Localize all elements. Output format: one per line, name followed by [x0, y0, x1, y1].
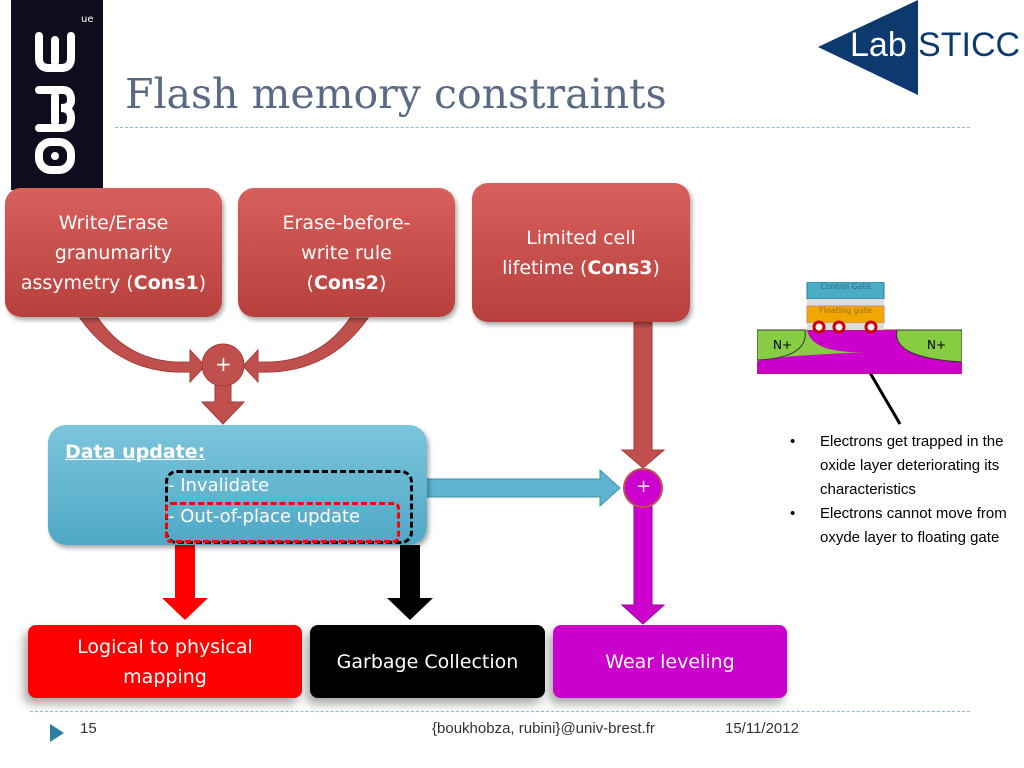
arrow-to-data-update: [200, 384, 246, 425]
plus-label-1: +: [215, 352, 232, 376]
arrow-to-plus-2: [424, 468, 621, 508]
labsticc-logo: Lab-STICC: [818, 0, 1024, 95]
mapping-box: Logical to physical mapping: [28, 625, 302, 698]
floating-gate-label: Floating gate: [819, 306, 872, 315]
bullet-item: Electrons cannot move from oxyde layer t…: [790, 502, 1020, 550]
arrow-to-mapping: [162, 545, 208, 620]
control-gate-label: Control Gate: [820, 282, 871, 291]
wear-leveling-box: Wear leveling: [553, 625, 787, 698]
page-number: 15: [80, 720, 97, 737]
title-divider: [115, 127, 970, 128]
arrow-cons3: [620, 321, 666, 469]
plus-circle-2: [623, 468, 663, 508]
data-update-item: - Invalidate: [168, 475, 270, 496]
constraint-box-cons2: Erase-before-write rule (Cons2): [238, 188, 455, 317]
plus-label-2: +: [636, 476, 652, 497]
ubo-logo: ue: [11, 0, 103, 190]
drain-label: N+: [927, 338, 947, 352]
data-update-item: - Out-of-place update: [168, 506, 361, 527]
arrow-to-wear-leveling: [620, 505, 666, 625]
footer-authors: {boukhobza, rubini}@univ-brest.fr: [432, 720, 655, 737]
triangle-bullet-icon: [50, 724, 64, 742]
page-title: Flash memory constraints: [125, 70, 667, 118]
data-update-box: [48, 425, 427, 545]
flash-cell-diagram: Control Gate Floating gate N+ N+: [756, 281, 963, 375]
ue-badge: ue: [81, 14, 94, 25]
constraint-box-cons1: Write/Erase granumarity assymetry (Cons1…: [5, 188, 222, 317]
source-label: N+: [773, 338, 793, 352]
constraint-box-cons3: Limited cell lifetime (Cons3): [472, 183, 690, 322]
arrow-cons2: [242, 317, 369, 384]
out-of-place-outline: [165, 502, 400, 543]
footer-divider: [30, 711, 970, 712]
garbage-collection-box: Garbage Collection: [310, 625, 545, 698]
bullet-item: Electrons get trapped in the oxide layer…: [790, 430, 1020, 502]
plus-circle-1: [201, 343, 245, 387]
bullet-list: Electrons get trapped in the oxide layer…: [790, 430, 1020, 550]
footer-date: 15/11/2012: [725, 720, 799, 737]
data-update-title: Data update:: [65, 441, 206, 463]
labsticc-logo-text: Lab-STICC: [850, 26, 1021, 64]
arrow-cons1: [79, 317, 206, 384]
arrow-to-gc: [387, 545, 433, 620]
